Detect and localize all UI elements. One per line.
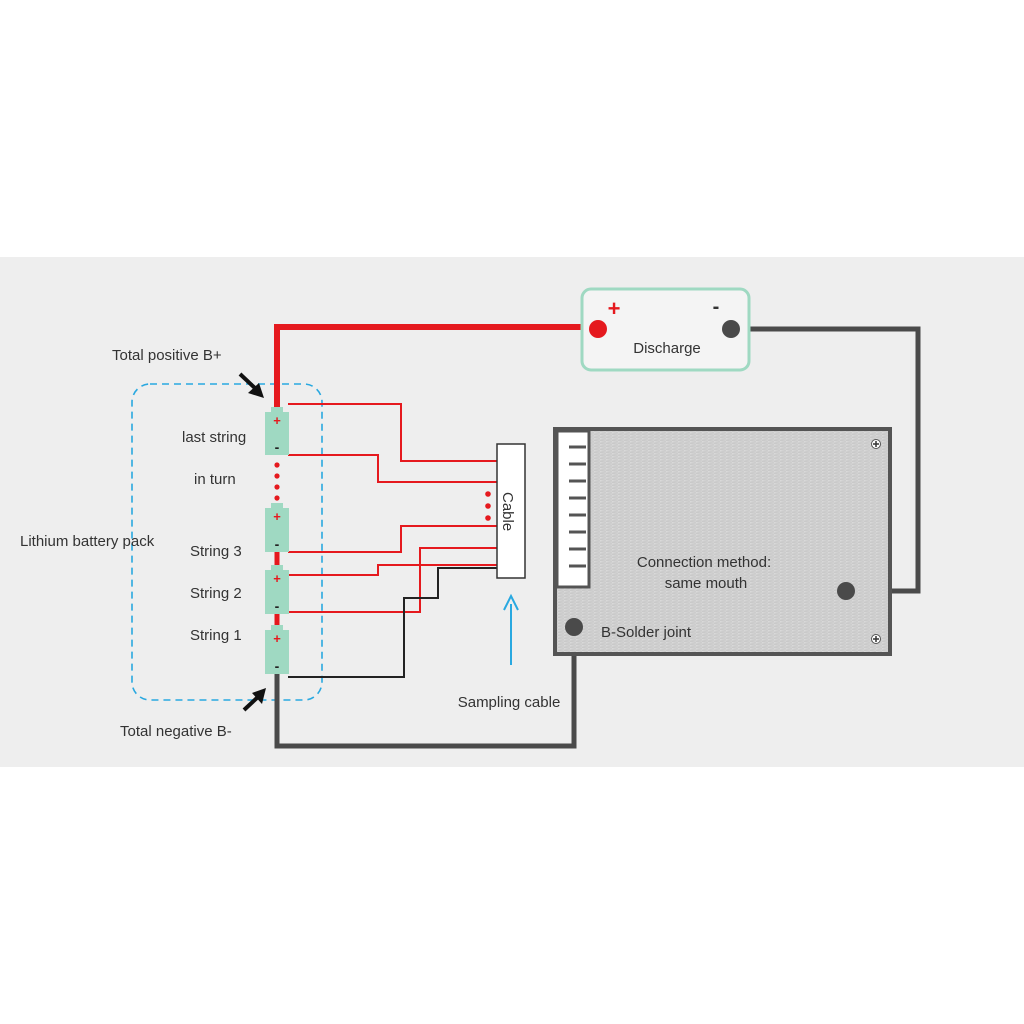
cell-plus-label: + [273,571,281,586]
plus-screw-icon [871,439,881,449]
cell-string-2: + - [265,565,289,614]
discharge-label: Discharge [633,340,701,357]
battery-pack-outline [131,383,323,701]
protection-board [553,427,892,656]
sampling-wire-negative [288,567,497,678]
sampling-wire-string2 [288,547,497,613]
b-solder-label: B-Solder joint [601,624,692,641]
discharge-port [580,287,751,372]
cell-minus-label: - [275,658,280,674]
cell-string-1: + - [265,625,289,674]
discharge-positive-terminal [589,320,607,338]
connection-method-line1: Connection method: [637,554,771,571]
discharge-plus-label: + [608,296,621,321]
total-positive-label: Total positive B+ [112,347,222,364]
black-arrow-icon [238,372,264,398]
series-dots [274,462,280,501]
string-3-label: String 3 [190,543,242,560]
cell-plus-label: + [273,509,281,524]
discharge-negative-terminal [722,320,740,338]
cell-plus-label: + [273,413,281,428]
cell-minus-label: - [275,536,280,552]
string-1-label: String 1 [190,627,242,644]
last-string-label: last string [182,429,246,446]
total-negative-label: Total negative B- [120,723,232,740]
string-2-label: String 2 [190,585,242,602]
sampling-wire-string1 [288,564,497,576]
cell-plus-label: + [273,631,281,646]
negative-main-wire [274,627,577,749]
black-arrow-icon [242,688,266,712]
cable-label: Cable [499,492,516,531]
cable-connector [496,443,526,579]
cell-minus-label: - [275,598,280,614]
b-solder-terminal [565,618,583,636]
sampling-wire-string3 [288,525,497,553]
cell-minus-label: - [275,439,280,455]
in-turn-label: in turn [194,471,236,488]
cell-string-3: + - [265,503,289,552]
plus-screw-icon [871,634,881,644]
discharge-minus-label: - [713,296,720,318]
cell-last-string: + - [265,407,289,455]
cable-dots [485,491,491,521]
sampling-wire-last-negative [288,454,497,483]
sampling-wires [288,403,497,678]
connection-method-line2: same mouth [665,575,748,592]
battery-pack-label: Lithium battery pack [20,533,155,550]
board-discharge-terminal [837,582,855,600]
sampling-wire-last-positive [288,403,497,462]
positive-main-wire [274,324,598,412]
blue-up-arrow-icon [503,593,519,665]
board-connector-header [555,429,591,589]
sampling-cable-label: Sampling cable [458,694,561,711]
